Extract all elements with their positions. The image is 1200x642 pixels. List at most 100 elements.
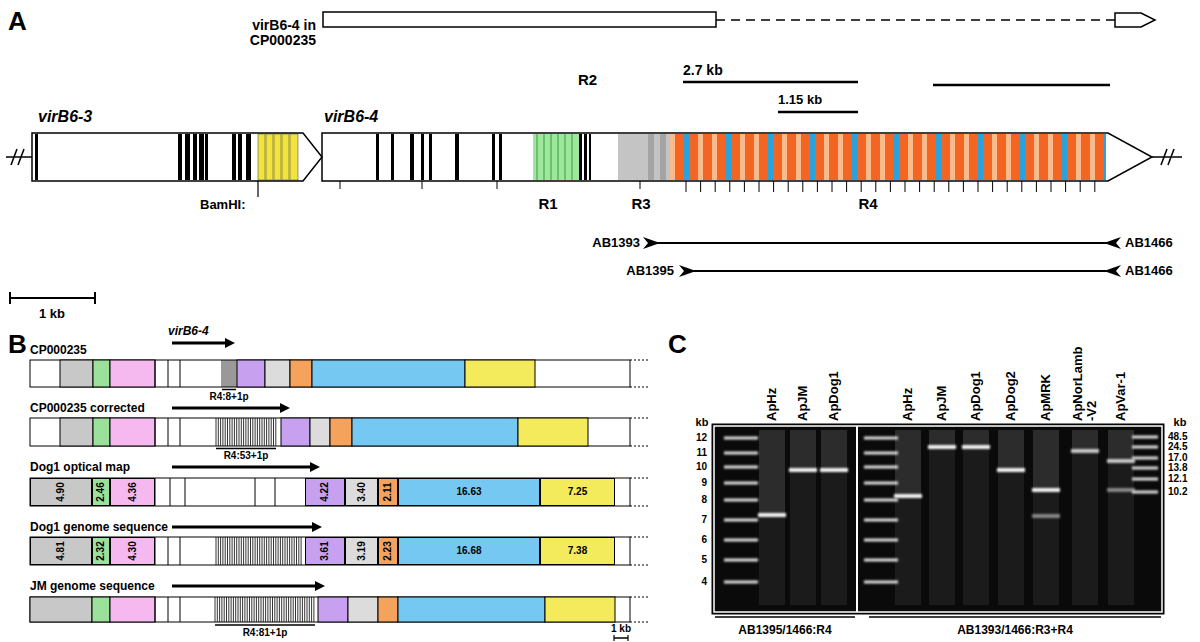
row-label: JM genome sequence — [30, 580, 155, 593]
variant-bar — [499, 134, 502, 180]
repeat-bracket — [215, 624, 315, 626]
ladder-band — [1132, 436, 1158, 439]
gel-image — [712, 424, 1164, 614]
break-mark — [1161, 149, 1167, 165]
segment-divider — [155, 360, 156, 387]
yellow-region — [282, 134, 289, 180]
map-segment — [93, 418, 110, 446]
ladder-band — [724, 581, 758, 584]
map-segment — [398, 597, 545, 622]
repeat-stripe — [247, 597, 248, 622]
variant-bar — [178, 134, 182, 180]
repeat-tick — [788, 181, 789, 192]
repeat-stripe — [273, 537, 274, 565]
repeat-tick — [861, 181, 862, 192]
repeat-unit — [955, 134, 964, 180]
repeat-stripe — [262, 418, 263, 446]
repeat-stripe — [220, 537, 221, 565]
repeat-stripe — [229, 537, 230, 565]
segment-box: 4.22 — [305, 478, 345, 506]
repeat-stripe — [266, 418, 267, 446]
repeat-stripe — [234, 537, 235, 565]
variant-bar — [238, 134, 242, 180]
repeat-tick — [1065, 181, 1066, 192]
amplicon-line — [684, 270, 1116, 272]
variant-bar — [193, 134, 197, 180]
repeat-tick — [919, 181, 920, 192]
repeat-tick — [905, 181, 906, 192]
repeat-tick — [686, 181, 687, 192]
scale-bar — [94, 292, 96, 304]
repeat-tick — [744, 181, 745, 192]
repeat-unit — [843, 134, 852, 180]
repeat-stripe — [257, 537, 258, 565]
repeat-stripe — [239, 537, 240, 565]
repeat-stripe — [242, 597, 243, 622]
variant-bar — [410, 134, 414, 180]
repeat-bracket — [216, 448, 276, 450]
repeat-count: R4:81+1p — [243, 628, 288, 639]
repeat-stripe — [218, 418, 219, 446]
scale-bar — [614, 637, 628, 639]
repeat-unit — [964, 134, 969, 180]
repeat-unit — [857, 134, 866, 180]
ladder-band — [864, 437, 898, 440]
r3-region — [648, 134, 654, 180]
repeat-unit — [810, 134, 815, 180]
repeat-unit — [1020, 134, 1025, 180]
segment-length: 4.30 — [128, 541, 138, 560]
map-segment — [545, 597, 615, 622]
ladder-band — [724, 482, 758, 485]
repeat-stripe — [217, 597, 218, 622]
segment-length: 2.11 — [383, 483, 393, 502]
gene-arrow — [172, 585, 317, 588]
panel-letter: A — [8, 8, 27, 35]
track-continuation — [630, 446, 650, 447]
repeat-count: R4:53+1p — [224, 451, 269, 462]
dna-band — [1032, 514, 1060, 518]
repeat-stripe — [220, 418, 221, 446]
lane-smear — [998, 430, 1024, 470]
track-continuation — [630, 506, 650, 507]
map-segment — [30, 597, 92, 622]
repeat-unit — [1039, 134, 1048, 180]
repeat-stripe — [219, 597, 220, 622]
panel-a — [6, 12, 1182, 304]
repeat-stripe — [256, 597, 257, 622]
repeat-unit — [908, 134, 913, 180]
axis-unit: kb — [1174, 417, 1187, 429]
segment-divider — [275, 478, 276, 506]
gene-arrow — [172, 342, 227, 345]
map-segment — [60, 418, 93, 446]
repeat-stripe — [295, 597, 296, 622]
repeat-unit — [787, 134, 796, 180]
segment-length: 4.36 — [128, 482, 138, 501]
dna-band — [928, 445, 956, 449]
variant-bar — [455, 134, 459, 180]
ladder-size: 24.5 — [1168, 442, 1187, 453]
ladder-size: 4 — [701, 577, 707, 588]
segment-length: 16.68 — [456, 546, 481, 556]
tick — [422, 181, 423, 189]
segment-box: 2.11 — [378, 478, 398, 506]
ladder-band — [864, 519, 898, 522]
segment-length: 4.90 — [56, 482, 66, 501]
ladder-band — [864, 452, 898, 455]
lane-label: ApDog1 — [969, 371, 983, 421]
gene-outline — [322, 133, 1152, 181]
ladder-band — [724, 519, 758, 522]
break-mark — [11, 149, 17, 165]
segment-box: 16.63 — [398, 478, 540, 506]
segment-divider — [155, 597, 156, 622]
repeat-tick — [700, 181, 701, 192]
repeat-stripe — [239, 418, 240, 446]
repeat-stripe — [271, 537, 272, 565]
map-segment — [348, 597, 378, 622]
repeat-tick — [759, 181, 760, 192]
repeat-stripe — [279, 597, 280, 622]
repeat-unit — [983, 134, 992, 180]
repeat-stripe — [284, 597, 285, 622]
lane-label: ApVar-1 — [1114, 372, 1128, 421]
track-continuation — [630, 387, 650, 388]
map-segment — [237, 360, 265, 387]
